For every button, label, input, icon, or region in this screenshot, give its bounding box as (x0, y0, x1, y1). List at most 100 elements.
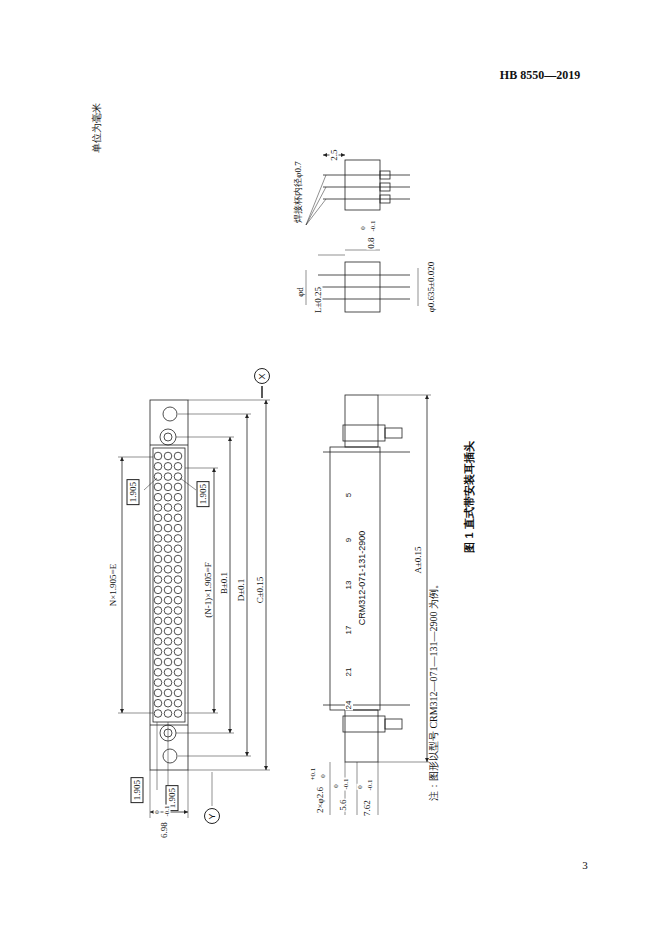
pin-hole (174, 452, 182, 460)
dimension-label: 5 (345, 492, 353, 498)
dimension-label: N×1.905=E (109, 563, 118, 607)
pin-hole (154, 566, 162, 574)
pin-hole (164, 545, 172, 553)
dimension-label: 1.905 (197, 481, 210, 507)
pin-hole (164, 607, 172, 615)
pin-hole (174, 586, 182, 594)
pin-hole (174, 617, 182, 625)
pin-hole (154, 648, 162, 656)
pin-hole (164, 535, 172, 543)
pin-hole (174, 699, 182, 707)
pin-hole (164, 504, 172, 512)
dimension-label: 5.6 (339, 798, 348, 811)
pin-hole (174, 689, 182, 697)
dimension-label: 注：图形以型号 CRM312—071—131—2900 为例。 (429, 578, 439, 802)
dimension-label: 0 (320, 773, 327, 779)
pin-hole (174, 648, 182, 656)
pin-hole (164, 493, 172, 501)
pin-hole (154, 596, 162, 604)
pin-hole (164, 699, 172, 707)
dimension-label: L±0.25 (314, 286, 323, 314)
pin-hole (164, 596, 172, 604)
pin-hole (174, 555, 182, 563)
pin-hole (154, 535, 162, 543)
pin-hole (154, 483, 162, 491)
pin-hole (154, 658, 162, 666)
dimension-label: -0.1 (370, 219, 377, 232)
pin-hole (174, 493, 182, 501)
pin-hole (164, 566, 172, 574)
pin-hole (174, 514, 182, 522)
pin-hole (174, 638, 182, 646)
pin-hole (154, 514, 162, 522)
pin-hole (174, 679, 182, 687)
pin-hole (154, 524, 162, 532)
pin-hole (154, 679, 162, 687)
pin-hole (164, 586, 172, 594)
pin-hole (174, 658, 182, 666)
pin-hole (164, 576, 172, 584)
pin-hole (174, 545, 182, 553)
pin-hole (164, 638, 172, 646)
dimension-label: 2×φ2.6 (316, 786, 325, 814)
pin-hole (164, 679, 172, 687)
pin-hole (154, 452, 162, 460)
pin-hole (164, 689, 172, 697)
dimension-label: A±0.15 (414, 545, 423, 574)
pin-hole (154, 586, 162, 594)
pin-hole (154, 576, 162, 584)
pin-hole (154, 669, 162, 677)
dimension-label: 3 (581, 860, 589, 871)
dimension-label: 7.62 (363, 799, 372, 817)
dimension-label: 9 (345, 537, 353, 543)
dimension-label: 1.905 (131, 777, 144, 803)
pin-hole (154, 689, 162, 697)
dimension-label: D±0.1 (237, 578, 246, 603)
pin-hole (154, 607, 162, 615)
pin-hole (174, 710, 182, 718)
pin-hole (164, 617, 172, 625)
pin-hole (164, 658, 172, 666)
pin-hole (164, 452, 172, 460)
dimension-label: 21 (345, 667, 353, 678)
view-letter: Y (207, 813, 216, 819)
dimension-label: 0 (357, 784, 364, 790)
dimension-label: 2.5 (330, 148, 339, 161)
pin-hole (154, 617, 162, 625)
view-marker: X (254, 368, 270, 384)
pin-hole (174, 504, 182, 512)
dimension-label: B±0.1 (220, 571, 229, 595)
pin-hole (164, 627, 172, 635)
pin-hole (154, 555, 162, 563)
dimension-label: 焊接杯内径φ0.7 (294, 160, 303, 223)
pin-hole (154, 699, 162, 707)
dimension-label: -0.1 (367, 778, 374, 791)
dimension-label: φd (296, 286, 305, 298)
dimension-label: 13 (345, 580, 353, 591)
pin-hole (154, 710, 162, 718)
pin-hole (164, 524, 172, 532)
view-marker: Y (204, 808, 220, 824)
dimension-label: 0 (154, 809, 161, 815)
pin-hole (164, 463, 172, 471)
dimension-label: 24 (345, 700, 353, 711)
pin-hole (174, 473, 182, 481)
dimension-label: (N-1)×1.905=F (204, 561, 213, 618)
pin-hole (174, 566, 182, 574)
pin-hole (174, 596, 182, 604)
dimension-label: 单位为毫米 (92, 102, 102, 154)
pin-hole (174, 463, 182, 471)
pin-hole (174, 483, 182, 491)
dimension-label: φ0.635±0.020 (427, 261, 436, 314)
pin-hole (164, 555, 172, 563)
pin-hole (164, 669, 172, 677)
dimension-label: 0 (333, 783, 340, 789)
dimension-label: +0.1 (310, 767, 317, 782)
dimension-label: CRM312-071-131-2900 (358, 530, 367, 627)
pin-hole (154, 493, 162, 501)
dimension-label: 0 (360, 225, 367, 231)
pin-hole (154, 638, 162, 646)
pin-hole (174, 627, 182, 635)
pin-hole (154, 545, 162, 553)
dimension-label: -0.1 (164, 804, 171, 817)
